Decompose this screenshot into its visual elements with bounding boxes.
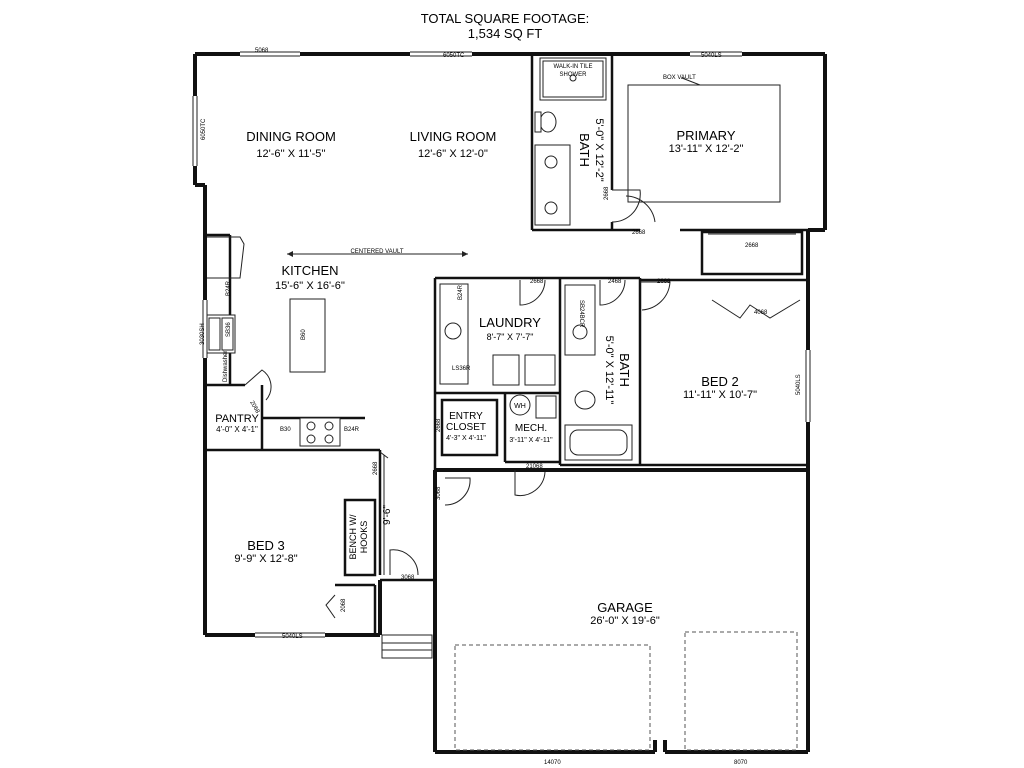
laundry-tag-b24r: B24R bbox=[458, 284, 464, 300]
centered-vault-note: CENTERED VAULT bbox=[350, 249, 403, 255]
bed3-name: BED 3 bbox=[247, 538, 285, 553]
dining-dim: 12'-6'' X 11'-5'' bbox=[256, 148, 325, 160]
entry-closet-dim: 4'-3" X 4'-11" bbox=[446, 435, 486, 442]
bed2-name: BED 2 bbox=[701, 374, 739, 389]
garage-dim: 26'-0" X 19'-6" bbox=[590, 615, 660, 627]
door-laundry[interactable]: 2668 bbox=[519, 279, 546, 306]
primary-name: PRIMARY bbox=[677, 128, 736, 143]
centered-vault-arrow: CENTERED VAULT bbox=[287, 249, 468, 257]
door-tag-entry: 3068 bbox=[401, 575, 415, 581]
bath2-fixtures: SB24BCR bbox=[564, 284, 633, 461]
window-tag-living-top: 6050TC bbox=[443, 53, 465, 59]
door-tag-bed2: 2668 bbox=[657, 279, 671, 285]
door-tag-bed3: 2668 bbox=[373, 461, 379, 475]
door-entry[interactable]: 3068 bbox=[389, 549, 419, 581]
bath2-name: BATH bbox=[617, 353, 632, 387]
primary-dim: 13'-11" X 12'-2" bbox=[669, 143, 744, 155]
hall-dim: 9'-6" bbox=[382, 505, 393, 525]
box-vault-note: BOX VAULT bbox=[663, 75, 696, 81]
window-tag-dining-left: 6050TC bbox=[201, 118, 207, 140]
door-tag-mech: 21068 bbox=[526, 464, 543, 470]
front-steps bbox=[381, 634, 433, 659]
door-mech[interactable]: 21068 bbox=[514, 464, 546, 496]
parking-stall-1 bbox=[454, 644, 651, 751]
door-garage[interactable]: 3068 bbox=[436, 477, 471, 506]
plan-title-line2: 1,534 SQ FT bbox=[468, 26, 542, 41]
window-tag-primary-top: 5040LS bbox=[701, 53, 722, 59]
box-vault-outline bbox=[627, 84, 781, 203]
windows-top: 5068 6050TC 5040LS bbox=[240, 48, 742, 59]
bed3-closet-door[interactable]: 2068 bbox=[325, 594, 347, 619]
door-bed2[interactable]: 2668 bbox=[640, 279, 671, 311]
cabinet-tag-sb36: SB36 bbox=[226, 322, 232, 337]
window-tag-bed3: 5040LS bbox=[282, 634, 303, 640]
door-tag-garage: 3068 bbox=[436, 486, 442, 500]
window-tag-kitchen: 3030SH bbox=[200, 323, 206, 345]
kitchen-name: KITCHEN bbox=[281, 263, 338, 278]
door-primary[interactable]: 2668 bbox=[625, 195, 656, 236]
island-tag-b60: B60 bbox=[301, 329, 307, 340]
garage-name: GARAGE bbox=[597, 600, 653, 615]
kitchen-fixtures: B24R SB36 Dishwasher B60 B30 B24R bbox=[206, 236, 360, 447]
laundry-fixtures: B24R LS36R bbox=[439, 283, 556, 386]
door-tag-primary: 2668 bbox=[632, 230, 646, 236]
shower-note-line2: SHOWER bbox=[560, 72, 588, 78]
garage-door-tag-1: 14070 bbox=[544, 760, 561, 766]
plan-title-line1: TOTAL SQUARE FOOTAGE: bbox=[421, 11, 590, 26]
shower-note-line1: WALK-IN TILE bbox=[553, 64, 592, 70]
window-tag-bed2: 5040LS bbox=[796, 374, 802, 395]
dishwasher-tag: Dishwasher bbox=[223, 351, 229, 382]
living-name: LIVING ROOM bbox=[410, 129, 497, 144]
entry-closet-name2: CLOSET bbox=[446, 422, 486, 433]
laundry-tag-ls36r: LS36R bbox=[452, 366, 471, 372]
window-tag-dining-top: 5068 bbox=[255, 48, 269, 54]
bed2-dim: 11'-11" X 10'-7" bbox=[683, 389, 757, 401]
furnace bbox=[535, 395, 557, 419]
door-tag-bath2: 2468 bbox=[608, 279, 622, 285]
window-bed2: 5040LS bbox=[796, 350, 812, 422]
cabinet-tag-b24r-2: B24R bbox=[344, 427, 360, 433]
pantry-dim: 4'-0" X 4'-1" bbox=[216, 425, 258, 434]
bath1-name: BATH bbox=[577, 133, 592, 167]
window-bed3: 5040LS bbox=[255, 631, 325, 640]
water-heater bbox=[509, 394, 531, 416]
laundry-name: LAUNDRY bbox=[479, 315, 541, 330]
primary-bath-fixtures: WALK-IN TILE SHOWER bbox=[534, 57, 607, 226]
kitchen-dim: 15'-6'' X 16'-6'' bbox=[275, 280, 345, 292]
door-tag-entry-closet: 2668 bbox=[436, 418, 442, 432]
door-tag-bed3-closet: 2068 bbox=[341, 598, 347, 612]
bath2-dim: 5'-0" X 12'-11" bbox=[603, 336, 615, 405]
pantry-name: PANTRY bbox=[215, 413, 259, 425]
parking-stall-2 bbox=[684, 631, 798, 751]
door-bath1[interactable]: 2668 bbox=[604, 186, 641, 223]
door-pantry[interactable]: 2068 bbox=[244, 369, 272, 415]
mech-dim: 3'-11" X 4'-11" bbox=[509, 437, 553, 444]
entry-closet-name1: ENTRY bbox=[449, 411, 483, 422]
living-dim: 12'-6'' X 12'-0'' bbox=[418, 148, 488, 160]
door-tag-laundry: 2668 bbox=[530, 279, 544, 285]
bed3-dim: 9'-9" X 12'-8" bbox=[234, 553, 297, 565]
bench-name1: BENCH W/ bbox=[348, 514, 358, 559]
door-bath2[interactable]: 2468 bbox=[599, 279, 626, 306]
door-tag-primary-closet: 2668 bbox=[745, 243, 759, 249]
garage-door-tag-2: 8070 bbox=[734, 760, 748, 766]
water-heater-label: WH bbox=[514, 403, 526, 410]
bath2-vanity-tag: SB24BCR bbox=[578, 300, 584, 328]
exterior-walls bbox=[193, 52, 827, 754]
dining-name: DINING ROOM bbox=[246, 129, 336, 144]
laundry-dim: 8'-7" X 7'-7" bbox=[487, 332, 534, 342]
bed2-closet-doors[interactable]: 4068 bbox=[711, 299, 801, 319]
interior-walls bbox=[205, 54, 808, 635]
bath1-dim: 5'-0" X 12'-2" bbox=[593, 118, 605, 181]
cabinet-tag-b30: B30 bbox=[280, 427, 291, 433]
door-tag-bed2-closet: 4068 bbox=[754, 310, 768, 316]
bench-name2: HOOKS bbox=[359, 521, 369, 554]
cabinet-tag-b24r: B24R bbox=[226, 280, 232, 296]
mech-name: MECH. bbox=[515, 423, 547, 434]
door-tag-bath1: 2668 bbox=[604, 186, 610, 200]
